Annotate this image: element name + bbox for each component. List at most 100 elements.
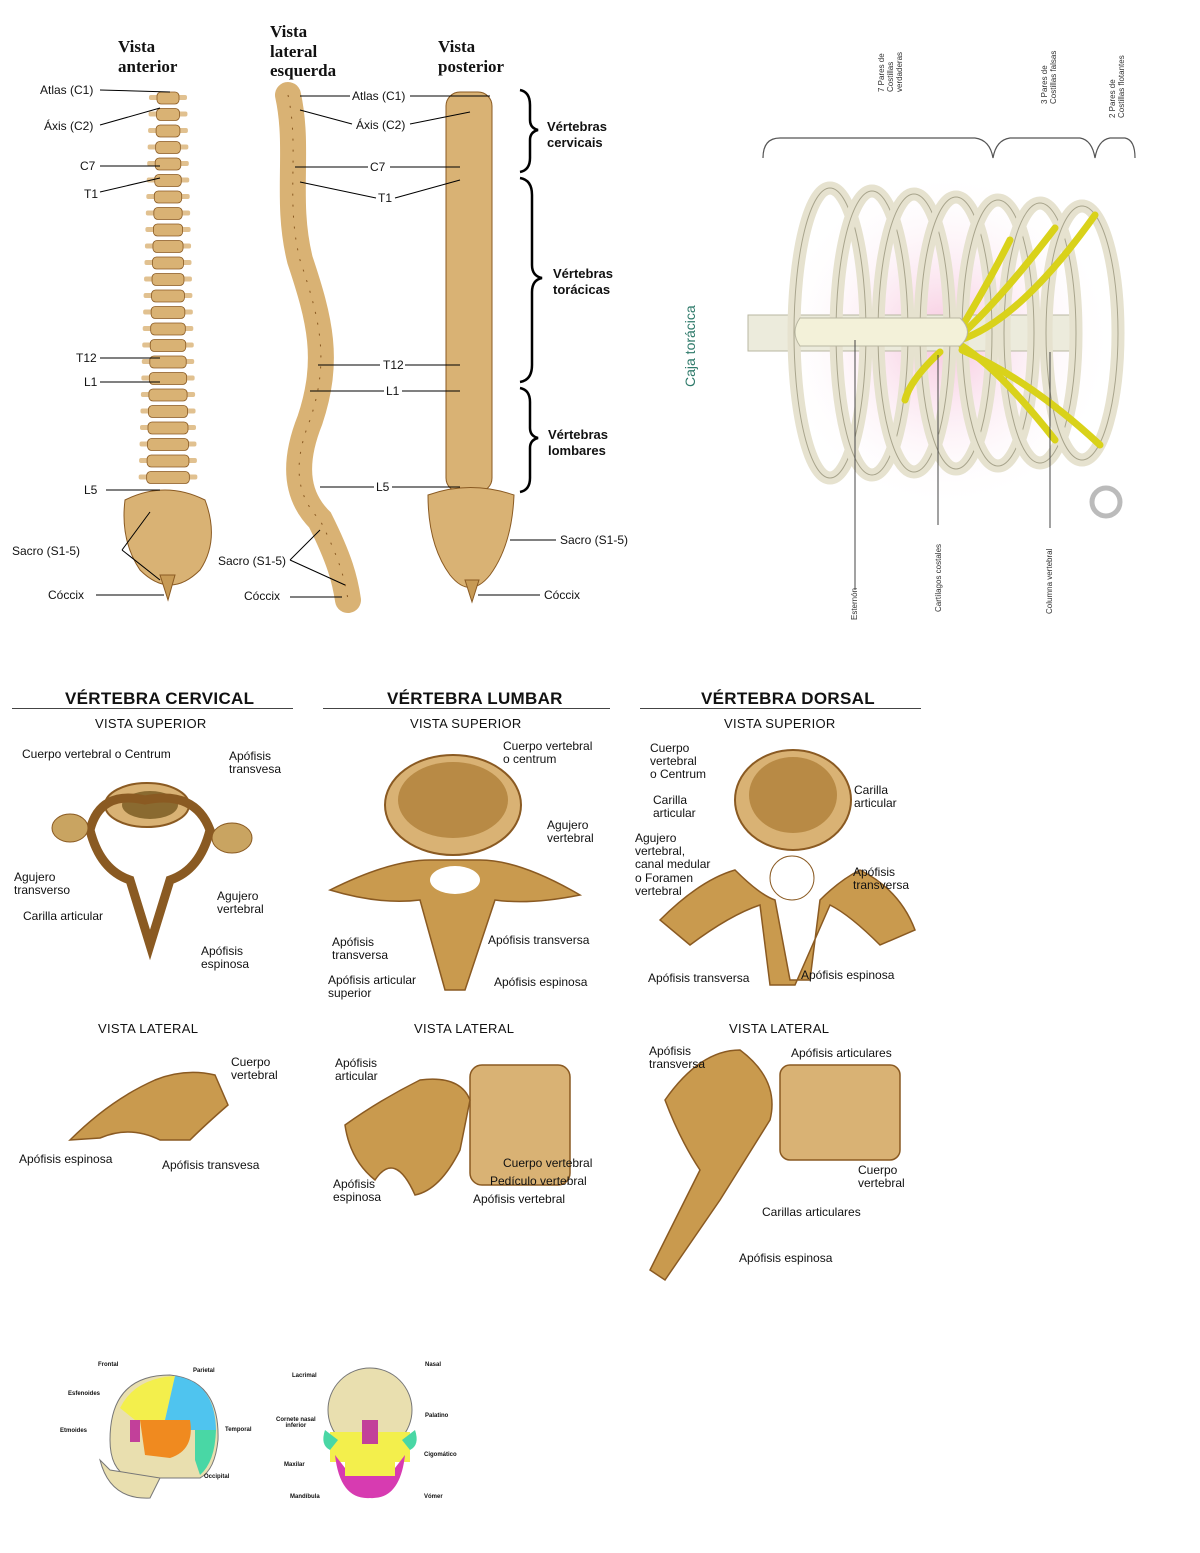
skull-label-frontal: Frontal <box>98 1362 119 1368</box>
label-c7: C7 <box>80 159 96 173</box>
vertebra-shape <box>155 141 181 154</box>
costal-cartilage-shape <box>958 346 1104 449</box>
label-l1: L1 <box>84 375 98 389</box>
skull-label-vomer: Vómer <box>424 1494 443 1500</box>
rib-label-true: 7 Pares de Costillas verdaderas <box>877 51 904 92</box>
spine-lateral-illustration <box>275 82 361 613</box>
dorsal-title: VÉRTEBRA DORSAL <box>701 689 875 708</box>
lumbar-label-body: Cuerpo vertebral o centrum <box>503 739 593 767</box>
skull-label-palatine: Palatino <box>425 1413 449 1419</box>
skull-label-ethmoid: Etmoides <box>60 1428 88 1434</box>
cervical-label-vertebral-foramen: Agujero vertebral <box>217 889 264 917</box>
spine-view-lateral-title: Vista lateral esquerda <box>270 22 337 81</box>
costal-cartilage-shape <box>956 211 1099 344</box>
dorsal-label-facet-right: Carilla articular <box>854 783 897 811</box>
lumbar-rule <box>323 708 610 709</box>
lumbar-superior-heading: VISTA SUPERIOR <box>410 716 522 731</box>
vertebra-shape <box>152 240 184 253</box>
label-coccix: Cóccix <box>544 588 581 602</box>
skull-label-sphenoid: Esfenoides <box>68 1391 101 1397</box>
label-l5: L5 <box>376 480 390 494</box>
vertebra-shape <box>149 355 187 369</box>
skull-label-zygomatic: Cigomático <box>424 1452 457 1458</box>
skull-label-parietal: Parietal <box>193 1368 215 1374</box>
label-coccix: Cóccix <box>244 589 281 603</box>
cervical-title: VÉRTEBRA CERVICAL <box>65 689 255 708</box>
label-sacro: Sacro (S1-5) <box>12 544 81 558</box>
lumbar-label-articular: Apófisis articular superior <box>328 973 417 1001</box>
label-t12: T12 <box>76 351 97 365</box>
cervical-label-spinous: Apófisis espinosa <box>201 944 250 972</box>
cervical-label-transverse-foramen: Agujero transverso <box>14 870 71 898</box>
skull-label-occipital: Occipital <box>204 1474 230 1480</box>
label-atlas: Atlas (C1) <box>352 89 406 103</box>
label-sacro: Sacro (S1-5) <box>218 554 287 568</box>
skull-frontal-illustration <box>323 1367 417 1499</box>
vertebra-shape <box>148 405 188 418</box>
lumbar-lat-label-body: Cuerpo vertebral <box>503 1156 593 1170</box>
vertebra-shape <box>152 223 183 237</box>
vertebra-shape <box>155 124 181 138</box>
lumbar-superior-illustration <box>327 754 583 991</box>
lumbar-lateral-heading: VISTA LATERAL <box>414 1021 515 1036</box>
label-axis: Áxis (C2) <box>356 118 406 132</box>
spine-posterior-illustration <box>427 91 515 604</box>
rib-label-false: 3 Pares de Costillas falsas <box>1040 50 1058 104</box>
lumbar-lateral-illustration <box>344 1064 571 1196</box>
label-c7: C7 <box>370 160 386 174</box>
dorsal-label-spinous: Apófisis espinosa <box>801 968 895 982</box>
vertebra-shape <box>156 108 180 121</box>
vertebra-shape <box>146 471 190 484</box>
vertebra-shape <box>151 289 185 303</box>
rib-label-column: Columna vertebral <box>1045 548 1054 614</box>
skull-label-maxilla: Maxilar <box>284 1462 305 1468</box>
lumbar-label-spinous: Apófisis espinosa <box>494 975 588 989</box>
label-l1: L1 <box>386 384 400 398</box>
label-l5: L5 <box>84 483 98 497</box>
cervical-label-body: Cuerpo vertebral o Centrum <box>22 747 171 761</box>
label-t1: T1 <box>378 191 393 205</box>
label-sacro: Sacro (S1-5) <box>560 533 629 547</box>
dorsal-lateral-illustration <box>649 1049 901 1282</box>
dorsal-lat-label-body: Cuerpo vertebral <box>858 1163 905 1191</box>
lumbar-label-transverse-right: Apófisis transversa <box>488 933 590 947</box>
dorsal-label-transverse-right: Apófisis transversa <box>853 865 910 893</box>
cervical-rule <box>12 708 293 709</box>
vertebra-shape <box>153 207 183 220</box>
vertebra-shape <box>154 157 182 171</box>
dorsal-superior-heading: VISTA SUPERIOR <box>724 716 836 731</box>
dorsal-lat-label-transverse: Apófisis transversa <box>649 1044 706 1072</box>
skull-label-concha: Cornete nasal inferior <box>276 1417 316 1429</box>
rib-outline <box>1003 202 1077 464</box>
lumbar-label-transverse-left: Apófisis transversa <box>332 935 389 963</box>
spine-anterior-illustration <box>123 91 212 602</box>
cervical-label-transverse: Apófisis transvesa <box>229 749 282 777</box>
dorsal-lat-label-spinous: Apófisis espinosa <box>739 1251 833 1265</box>
skull-label-mandible: Mandíbula <box>290 1494 320 1500</box>
label-t1: T1 <box>84 187 99 201</box>
costal-cartilage-shape <box>956 224 1059 340</box>
rib-outline <box>1045 205 1119 461</box>
costal-cartilage-shape <box>956 236 1014 334</box>
dorsal-label-transverse-left: Apófisis transversa <box>648 971 750 985</box>
cervical-lateral-heading: VISTA LATERAL <box>98 1021 199 1036</box>
dorsal-label-facet-left: Carilla articular <box>653 793 696 821</box>
label-coccix: Cóccix <box>48 588 85 602</box>
label-t12: T12 <box>383 358 404 372</box>
label-axis: Áxis (C2) <box>44 119 94 133</box>
cervical-superior-illustration <box>51 782 253 961</box>
spine-view-posterior-title: Vista posterior <box>438 37 505 76</box>
vertebra-shape <box>147 421 189 435</box>
label-atlas: Atlas (C1) <box>40 83 94 97</box>
dorsal-rule <box>640 708 921 709</box>
vertebra-shape <box>153 190 183 204</box>
region-lumbar: Vértebras lombares <box>548 427 608 458</box>
dorsal-lat-label-articular: Apófisis articulares <box>791 1046 892 1060</box>
vertebra-shape <box>150 322 186 336</box>
cervical-lat-label-body: Cuerpo vertebral <box>231 1055 278 1083</box>
cervical-lat-label-transverse: Apófisis transvesa <box>162 1158 260 1172</box>
lumbar-title: VÉRTEBRA LUMBAR <box>387 689 563 708</box>
costal-cartilage-shape <box>901 348 944 404</box>
